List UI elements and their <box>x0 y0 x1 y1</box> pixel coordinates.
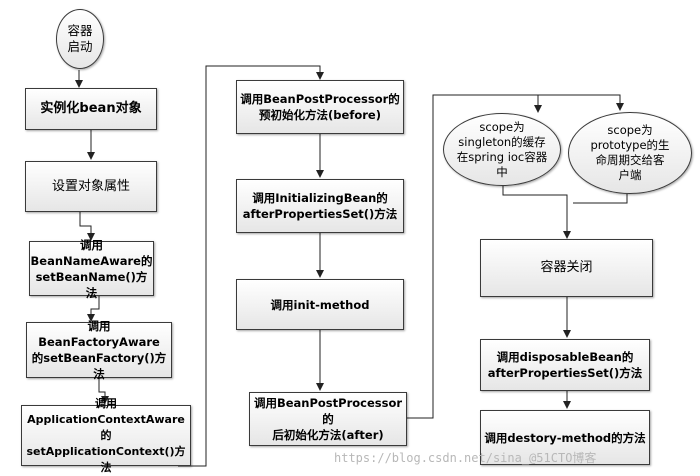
node-bpp-before: 调用BeanPostProcessor的 预初始化方法(before) <box>236 80 404 134</box>
node-bean-name-aware: 调用 BeanNameAware的 setBeanName()方法 <box>29 237 154 300</box>
edge-beannameaware-beanfactoryaware <box>87 296 100 322</box>
node-container-close: 容器关闭 <box>480 239 653 297</box>
edge-singleton-close <box>502 186 571 239</box>
node-destroy-method: 调用destory-method的方法 <box>480 410 650 465</box>
node-initializing-bean: 调用InitializingBean的 afterPropertiesSet()… <box>236 179 404 233</box>
edge-beanfactoryaware-appcontextaware <box>98 378 109 404</box>
watermark-text: https://blog.csdn.net/sina_@51CTO博客 <box>334 451 597 465</box>
edge-bppafter-scopes <box>407 94 624 419</box>
edge-appcontext-bppbefore <box>178 65 324 467</box>
edge-setprops-beannameaware <box>79 212 95 241</box>
node-init-method: 调用init-method <box>236 279 404 330</box>
node-scope-singleton: scope为 singleton的缓存 在spring ioc容器 中 <box>443 113 561 186</box>
edge-prototype-close <box>573 194 628 204</box>
node-instantiate: 实例化bean对象 <box>25 88 157 130</box>
node-container-start: 容器 启动 <box>56 9 104 69</box>
node-disposable-bean: 调用disposableBean的 afterPropertiesSet()方法 <box>480 339 650 391</box>
node-bpp-after: 调用BeanPostProcessor的 后初始化方法(after) <box>249 392 407 446</box>
node-scope-prototype: scope为 prototype的生 命周期交给客 户端 <box>568 112 692 194</box>
node-set-properties: 设置对象属性 <box>25 161 157 212</box>
node-bean-factory-aware: 调用BeanFactoryAware 的setBeanFactory()方 法 <box>26 319 172 381</box>
node-application-context-aware: 调用 ApplicationContextAware的 setApplicati… <box>21 397 191 474</box>
